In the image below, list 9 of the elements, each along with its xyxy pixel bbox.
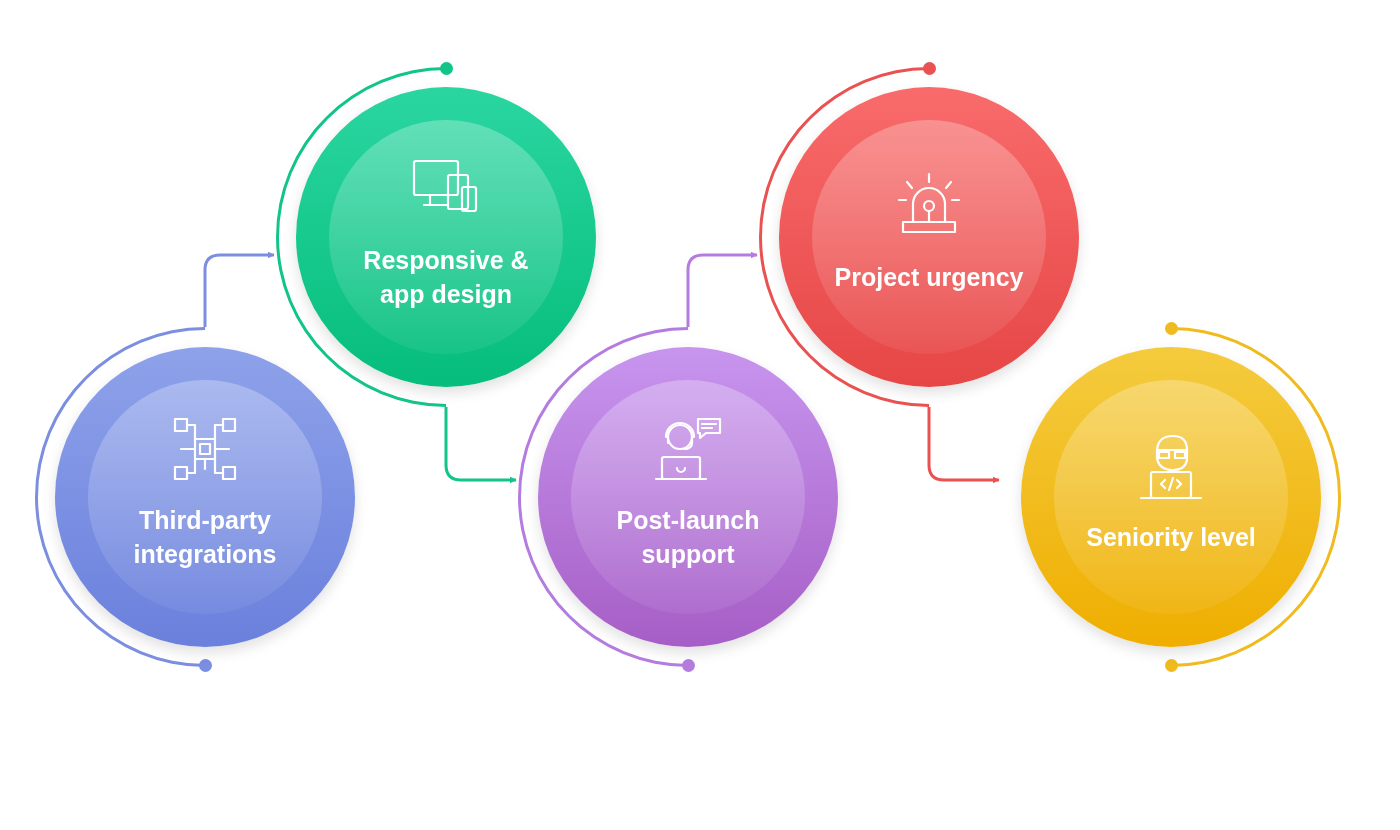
- connector-arrow: [927, 407, 1000, 484]
- step-label: Third-party integrations: [132, 505, 278, 570]
- connector-arrow: [686, 251, 758, 327]
- connector-arrow: [203, 251, 275, 327]
- step-label: Post-launch support: [615, 505, 761, 570]
- step-label: Seniority level: [1085, 522, 1257, 553]
- connector-arrow: [444, 407, 517, 484]
- step-label: Responsive & app design: [362, 245, 530, 310]
- step-label: Project urgency: [833, 262, 1025, 293]
